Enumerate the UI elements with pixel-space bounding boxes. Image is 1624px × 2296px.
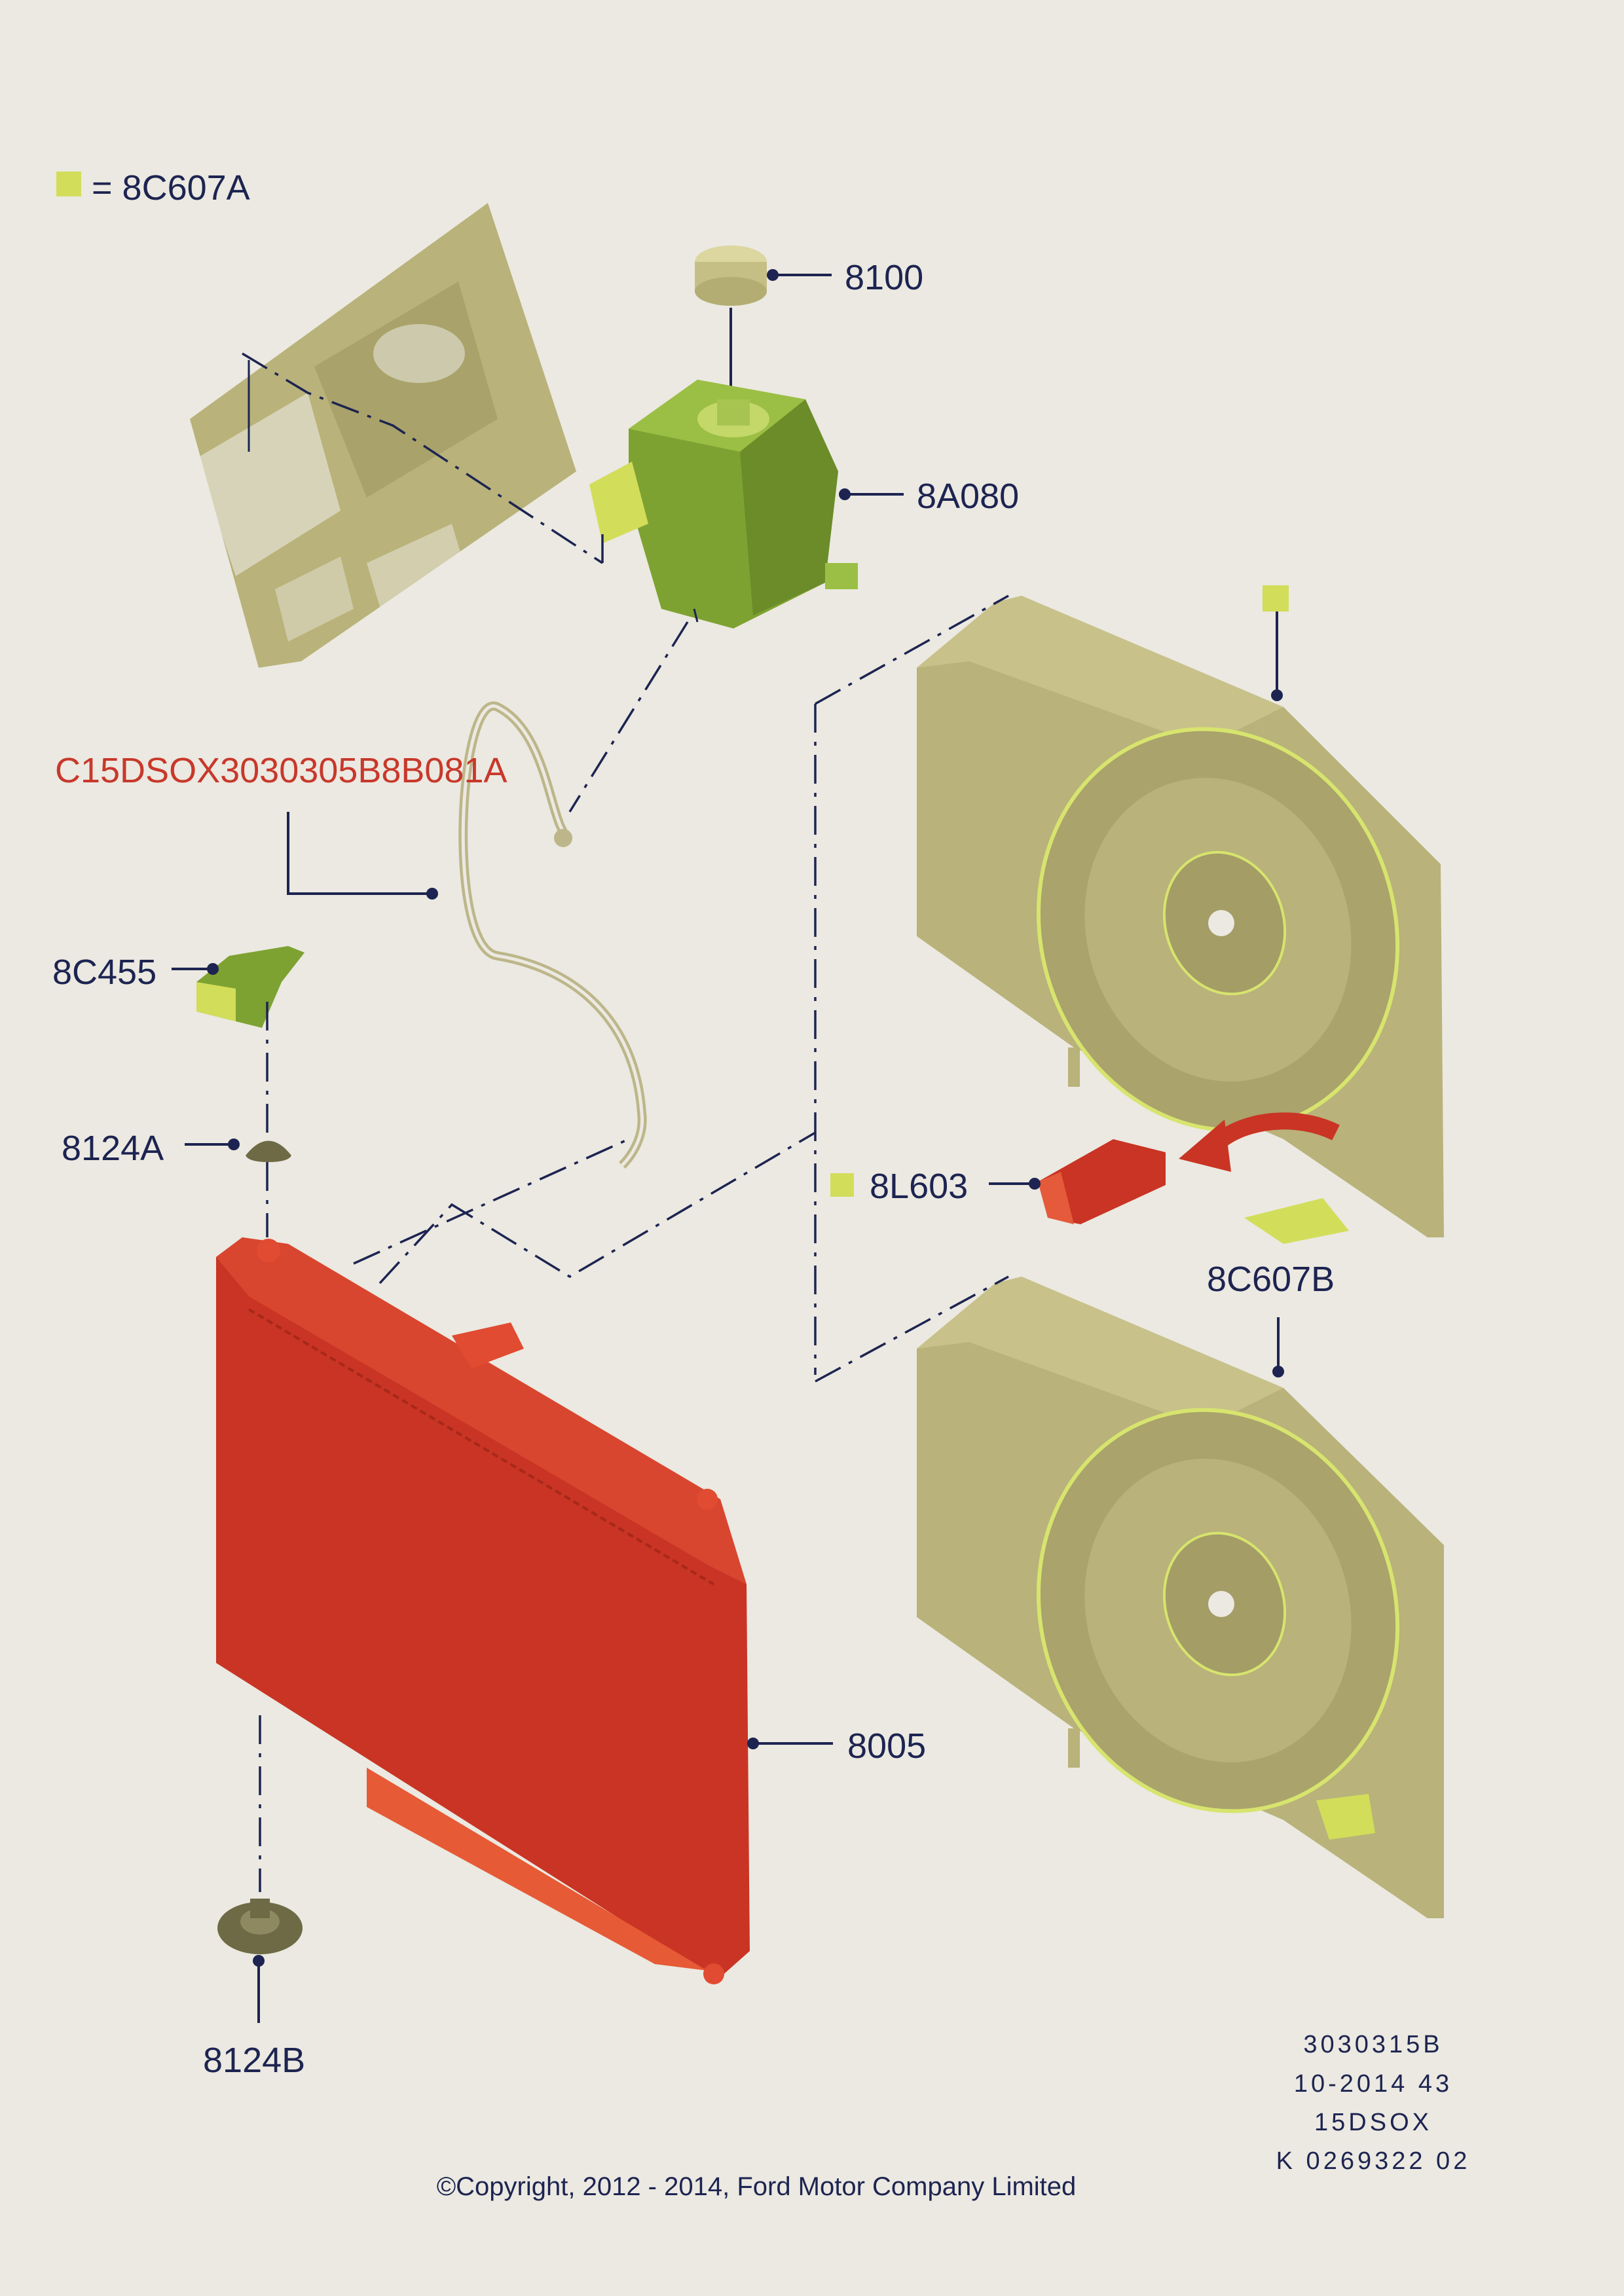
callout-fan-shroud-lower: 8C607B (1207, 1260, 1335, 1299)
callout-radiator: 8005 (847, 1726, 926, 1766)
assembly-lines (242, 352, 1009, 1892)
copyright: ©Copyright, 2012 - 2014, Ford Motor Comp… (437, 2172, 1077, 2201)
coolant-cap-icon (695, 246, 767, 306)
legend: = 8C607A (56, 168, 250, 208)
fan-shroud-lower-icon (917, 1277, 1444, 1918)
callout-cap: 8100 (845, 258, 923, 297)
fan-shroud-upper-icon (917, 596, 1444, 1244)
meta-ref: K 0269322 02 (1276, 2147, 1471, 2175)
radiator-icon (216, 1237, 750, 1984)
connector-icon (1038, 1139, 1166, 1224)
mount-bottom-icon (217, 1899, 303, 1954)
coolant-tank-icon (589, 380, 858, 629)
meta-model: 15DSOX (1314, 2109, 1432, 2136)
callout-mount-top: 8124A (62, 1129, 164, 1168)
callout-connector: 8L603 (870, 1167, 968, 1206)
meta-block: 3030315B 10-2014 43 15DSOX K 0269322 02 (1276, 2031, 1471, 2175)
legend-swatch (56, 172, 81, 196)
body-panel-icon (190, 203, 576, 668)
connector-marker (830, 1173, 854, 1197)
meta-date: 10-2014 43 (1294, 2070, 1452, 2098)
bracket-8c455-icon (196, 946, 304, 1028)
fan-shroud-marker (1263, 585, 1289, 611)
mount-top-icon (246, 1140, 291, 1162)
callout-hose[interactable]: C15DSOX3030305B8B081A (55, 751, 507, 790)
callout-mount-bottom: 8124B (203, 2041, 305, 2080)
arrow-icon (1179, 1112, 1340, 1172)
hose-icon (458, 701, 647, 1169)
legend-label: = 8C607A (92, 168, 250, 208)
callout-tank: 8A080 (917, 477, 1019, 516)
meta-code: 3030315B (1303, 2031, 1443, 2058)
callout-bracket: 8C455 (52, 953, 157, 992)
